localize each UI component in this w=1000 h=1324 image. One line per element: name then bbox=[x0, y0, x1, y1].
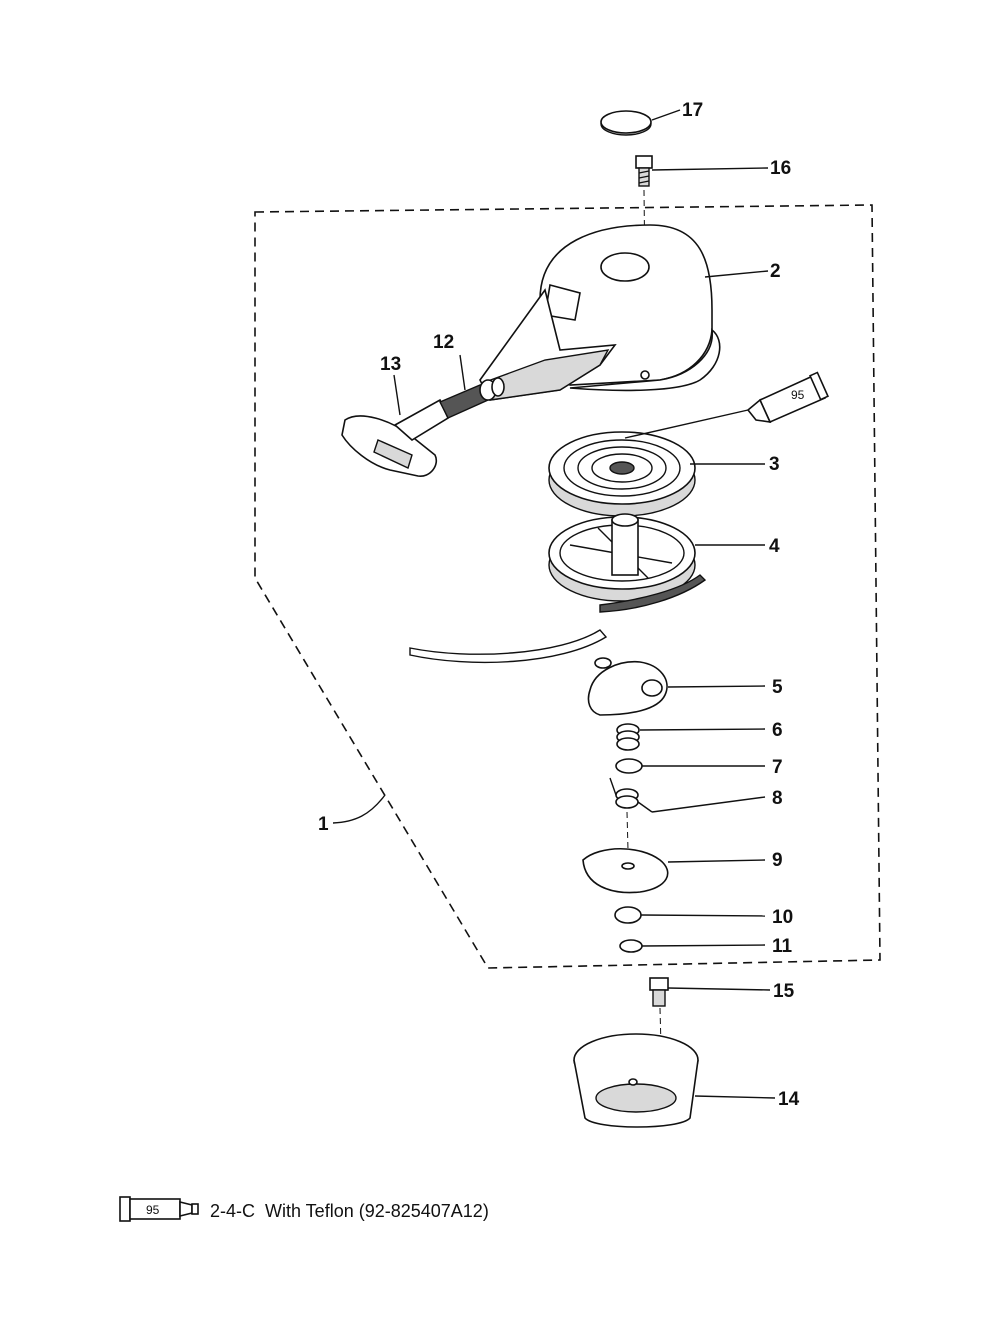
part-7-washer bbox=[615, 758, 643, 774]
callout-1: 1 bbox=[318, 814, 329, 835]
lube-tube-icon bbox=[746, 371, 829, 424]
part-3-spring bbox=[548, 431, 696, 517]
legend-tube-label: 95 bbox=[146, 1203, 160, 1217]
assembly-boundary bbox=[254, 204, 881, 969]
part-13-handle bbox=[341, 398, 450, 477]
legend-text: 2-4-C With Teflon (92-825407A12) bbox=[210, 1201, 489, 1221]
lube-tube-label: 95 bbox=[791, 388, 805, 402]
part-14-cup bbox=[573, 1033, 699, 1128]
part-15-bolt bbox=[649, 977, 669, 1007]
callout-6: 6 bbox=[772, 720, 783, 741]
part-2-housing bbox=[479, 224, 721, 401]
lubricant-legend: 95 2-4-C With Teflon (92-825407A12) bbox=[119, 1196, 489, 1222]
starter-rope bbox=[409, 629, 608, 664]
callout-12: 12 bbox=[433, 332, 454, 353]
callout-16: 16 bbox=[770, 158, 791, 179]
part-16-screw bbox=[635, 155, 653, 187]
callout-10: 10 bbox=[772, 907, 793, 928]
callout-15: 15 bbox=[773, 981, 795, 1002]
callout-5: 5 bbox=[772, 677, 783, 698]
callout-13: 13 bbox=[380, 354, 401, 375]
part-4-pulley bbox=[548, 513, 707, 613]
callout-11: 11 bbox=[772, 936, 793, 957]
part-8-spring bbox=[609, 777, 653, 813]
callout-7: 7 bbox=[772, 757, 783, 778]
part-10-nut bbox=[614, 906, 642, 924]
part-5-pawl bbox=[587, 657, 668, 716]
part-9-plate bbox=[582, 847, 669, 894]
part-17-cap bbox=[600, 110, 652, 136]
callout-3: 3 bbox=[769, 454, 780, 475]
callout-14: 14 bbox=[778, 1089, 800, 1110]
legend-tube-icon bbox=[119, 1196, 199, 1222]
callout-4: 4 bbox=[769, 536, 780, 557]
part-6-spring bbox=[616, 723, 640, 751]
callout-labels: 17 16 2 13 12 3 4 5 6 7 8 9 10 11 15 14 … bbox=[318, 100, 800, 1110]
part-11-clip bbox=[619, 939, 643, 953]
part-12-rope bbox=[439, 377, 505, 419]
callout-2: 2 bbox=[770, 261, 781, 282]
callout-17: 17 bbox=[682, 100, 703, 121]
callout-9: 9 bbox=[772, 850, 783, 871]
callout-8: 8 bbox=[772, 788, 783, 809]
leader-lines bbox=[332, 109, 776, 1099]
